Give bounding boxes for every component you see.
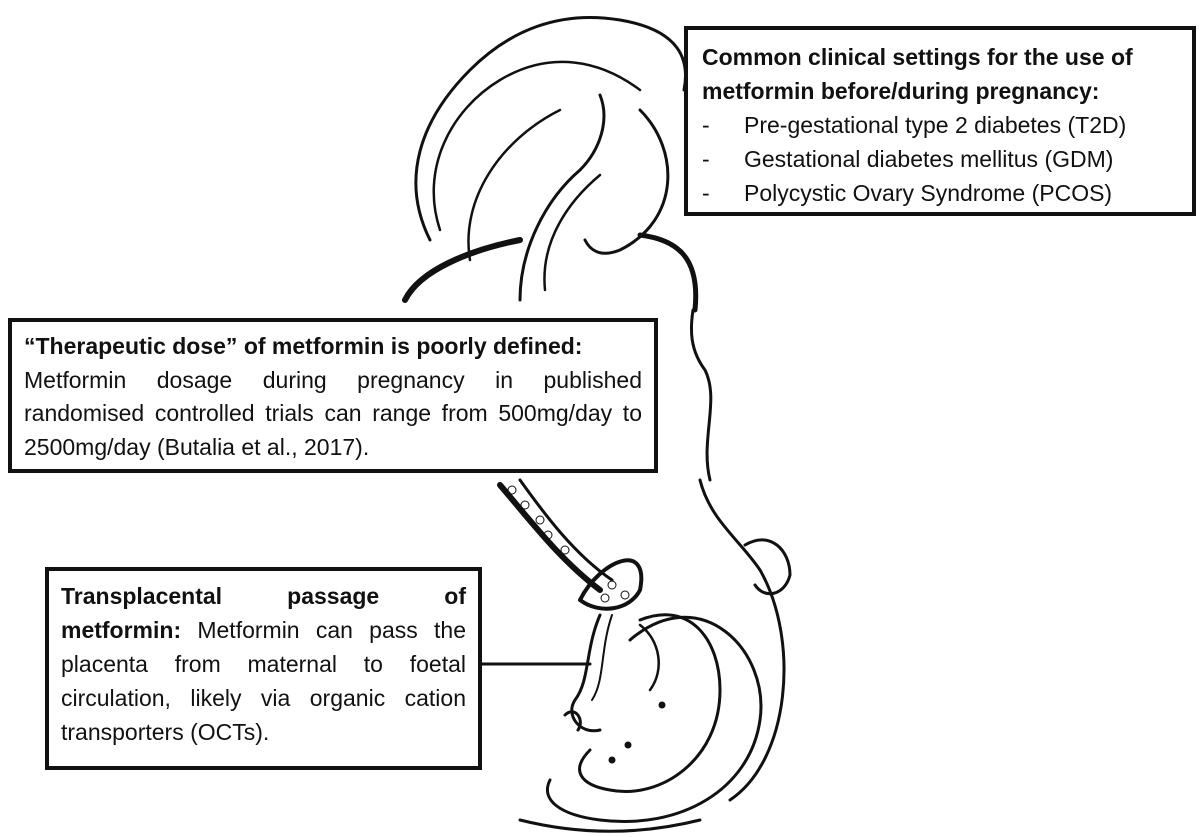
umbilical-cord-2 [591, 614, 613, 701]
transplacental-body: Metformin can pass the placenta from mat… [61, 617, 466, 745]
list-item-label: Gestational diabetes mellitus (GDM) [744, 146, 1114, 172]
list-item: - Gestational diabetes mellitus (GDM) [702, 142, 1178, 176]
list-item: - Pre-gestational type 2 diabetes (T2D) [702, 108, 1178, 142]
foetus-outline [578, 613, 722, 793]
foetus-head [638, 623, 660, 692]
umbilical-cord [570, 613, 602, 733]
list-bullet: - [702, 112, 710, 138]
face-outline [583, 108, 670, 255]
hair-strand-4 [543, 173, 602, 292]
foetus-eye [658, 701, 666, 709]
umbilical-vessel [497, 482, 603, 593]
hair-strand-3 [518, 93, 606, 302]
placenta [578, 558, 644, 611]
clinical-settings-box: Common clinical settings for the use of … [684, 26, 1196, 216]
list-item-label: Polycystic Ovary Syndrome (PCOS) [744, 180, 1113, 206]
transplacental-title: Transplacental passage of metformin: [61, 583, 466, 643]
hair-strand-2 [467, 108, 562, 262]
therapeutic-dose-body: Metformin dosage during pregnancy in pub… [24, 366, 642, 460]
hair-strand-1 [432, 60, 642, 232]
list-item: - Polycystic Ovary Syndrome (PCOS) [702, 176, 1178, 210]
therapeutic-dose-title: “Therapeutic dose” of metformin is poorl… [24, 333, 583, 359]
neck-right [637, 232, 699, 313]
therapeutic-dose-box: “Therapeutic dose” of metformin is poorl… [8, 318, 658, 473]
transplacental-box: Transplacental passage of metformin: Met… [45, 567, 482, 770]
hand-bump [743, 538, 792, 596]
shoulder-line [402, 237, 523, 303]
uterus-outline [546, 615, 763, 823]
hair-outline [414, 16, 688, 242]
arm-right [689, 308, 713, 482]
list-bullet: - [702, 146, 710, 172]
list-item-label: Pre-gestational type 2 diabetes (T2D) [744, 112, 1127, 138]
belly-outline [698, 478, 786, 802]
clinical-settings-title: Common clinical settings for the use of … [702, 44, 1133, 104]
womb-lower-curve [518, 818, 702, 833]
list-bullet: - [702, 180, 710, 206]
umbilical-vessel-inner [518, 478, 614, 582]
clinical-settings-list: - Pre-gestational type 2 diabetes (T2D) … [702, 108, 1178, 210]
